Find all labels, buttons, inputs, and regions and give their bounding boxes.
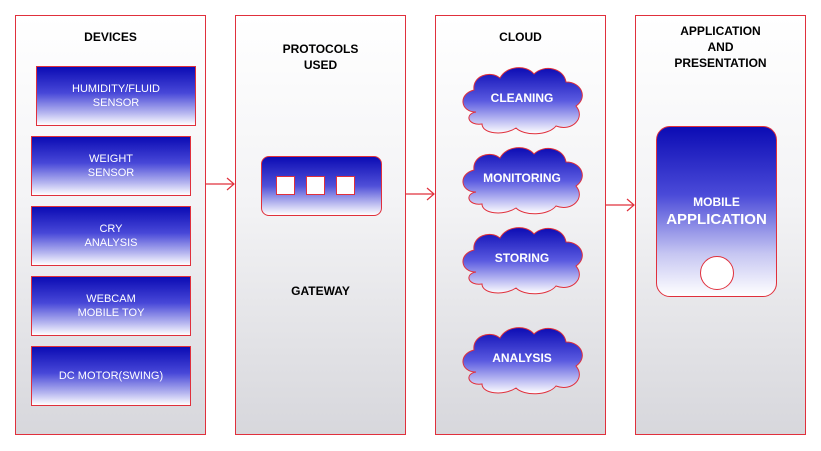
cloud-analysis[interactable]: ANALYSIS (454, 320, 590, 396)
protocols-title: PROTOCOLS USED (282, 42, 359, 72)
cloud-shape-icon (462, 67, 583, 135)
cloud-analysis-label: ANALYSIS (492, 351, 552, 365)
phone-home-button[interactable] (700, 256, 734, 290)
cloud-shape-icon (462, 327, 583, 395)
protocols-panel: PROTOCOLS USED GATEWAY (235, 15, 406, 435)
gateway-port-1 (276, 176, 295, 195)
cloud-cleaning[interactable]: CLEANING (454, 60, 590, 136)
gateway-port-2 (306, 176, 325, 195)
cloud-storing-label: STORING (494, 251, 550, 265)
gateway-label: GATEWAY (291, 284, 350, 298)
mobile-phone[interactable]: MOBILE APPLICATION (656, 126, 777, 297)
cloud-storing[interactable]: STORING (454, 220, 590, 296)
cloud-cleaning-label: CLEANING (490, 91, 554, 105)
device-weight-sensor[interactable]: WEIGHT SENSOR (31, 136, 191, 196)
cloud-monitoring[interactable]: MONITORING (454, 140, 590, 216)
cloud-shape-icon (462, 147, 583, 215)
device-dc-motor[interactable]: DC MOTOR(SWING) (31, 346, 191, 406)
gateway-device[interactable] (261, 156, 382, 216)
cloud-title: CLOUD (499, 30, 542, 44)
mobile-label: MOBILE (693, 195, 740, 209)
devices-panel: DEVICES HUMIDITY/FLUID SENSOR WEIGHT SEN… (15, 15, 206, 435)
devices-title: DEVICES (84, 30, 137, 44)
arrow-protocols-to-cloud (406, 187, 435, 201)
arrow-cloud-to-application (606, 198, 635, 212)
cloud-shape-icon (462, 227, 583, 295)
application-title: APPLICATION AND PRESENTATION (674, 24, 767, 70)
application-panel: APPLICATION AND PRESENTATION MOBILE APPL… (635, 15, 806, 435)
device-webcam-mobile-toy[interactable]: WEBCAM MOBILE TOY (31, 276, 191, 336)
device-humidity-sensor[interactable]: HUMIDITY/FLUID SENSOR (36, 66, 196, 126)
arrow-devices-to-protocols (206, 177, 235, 191)
cloud-panel: CLOUD CLEANING MONITORING STORING ANALYS… (435, 15, 606, 435)
gateway-port-3 (336, 176, 355, 195)
cloud-monitoring-label: MONITORING (483, 171, 561, 185)
application-label: APPLICATION (666, 211, 767, 228)
device-cry-analysis[interactable]: CRY ANALYSIS (31, 206, 191, 266)
